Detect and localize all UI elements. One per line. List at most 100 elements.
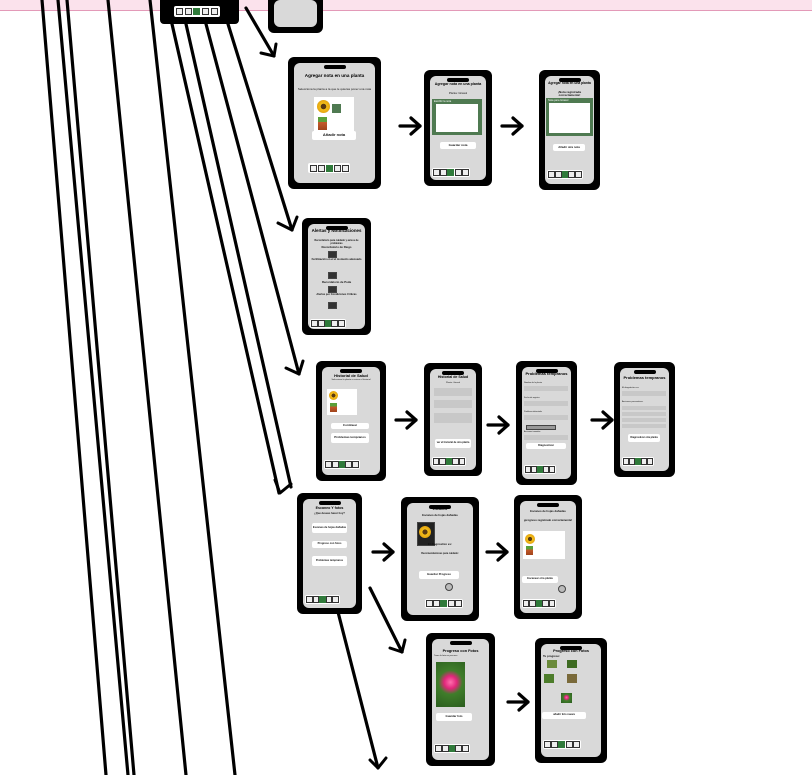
phone-mockup-escaneo-2: Escaneo Escaneo de hojas dañadas El diag…: [401, 497, 479, 621]
phone-notch: [318, 501, 341, 505]
nav-bar[interactable]: [324, 460, 360, 469]
connector-line: [368, 586, 404, 654]
nav-bar[interactable]: [305, 595, 340, 604]
phone-screen: Progreso con Fotos Tu progreso: añadir f…: [541, 644, 601, 757]
field-label: Problema detectado: [524, 411, 542, 413]
nav-bar[interactable]: [524, 465, 556, 474]
actions-input[interactable]: [524, 435, 568, 440]
photo-progress-button[interactable]: Progreso con fotos: [312, 541, 347, 548]
toggle-switch[interactable]: [328, 286, 337, 293]
phone-mockup-top-right: [268, 0, 323, 33]
toggle-switch[interactable]: [328, 251, 337, 258]
progress-photo: [567, 674, 577, 683]
add-new-photo-button[interactable]: añadir foto nueva: [542, 712, 586, 719]
nav-bar[interactable]: [543, 740, 581, 749]
arrow-head: [284, 359, 305, 376]
nav-bar[interactable]: [522, 599, 556, 608]
alert-item-label: Fertilización en el el momento adecuado: [311, 258, 362, 261]
camera-button[interactable]: [445, 583, 453, 591]
diagnosis-label: El diagnóstico es:: [622, 387, 640, 389]
camera-button[interactable]: [558, 585, 566, 593]
screen-title: Agregar nota en una planta: [434, 82, 482, 86]
connector-line: [170, 22, 281, 495]
preventive-item: [622, 424, 666, 428]
preventive-item: [622, 406, 666, 410]
nav-bar[interactable]: [425, 599, 463, 608]
phone-mockup-historial-2: Historial de Salud Planta: Girasol ver e…: [424, 363, 482, 476]
save-photo-button[interactable]: Guardar foto: [436, 713, 472, 721]
screen-subtitle: ¡Nota registrada correctamente!: [557, 90, 581, 98]
save-progress-button[interactable]: Guardar Progreso: [419, 571, 459, 579]
phone-notch: [323, 65, 346, 69]
note-card-label: Escribir la nota: [434, 100, 452, 103]
connector-line: [106, 0, 188, 775]
nav-bar[interactable]: [434, 744, 470, 753]
diagnose-another-button[interactable]: Diagnosticar otra planta: [628, 434, 660, 442]
view-other-history-button[interactable]: ver el historial de otra planta: [435, 439, 471, 448]
phone-mockup-problemas-1: Problemas tempranos Nombre de la planta …: [516, 361, 577, 485]
phone-screen: Progreso con Fotos Toma la foto en proce…: [432, 639, 489, 760]
arrow-head: [388, 638, 407, 654]
field-label: Fecha de registro: [524, 397, 540, 399]
sunflower-image: [317, 100, 330, 113]
phone-screen: Historial de Salud Selecciona la planta …: [322, 367, 380, 475]
field-label: Nombre de la planta: [524, 382, 543, 384]
scan-another-button[interactable]: Escanear otra planta: [522, 576, 558, 583]
nav-bar[interactable]: [547, 170, 583, 179]
screen-subtitle: Toma la foto en proceso: [434, 655, 458, 657]
screen-subtitle: Tu progreso:: [543, 654, 561, 658]
nav-bar[interactable]: [622, 457, 654, 466]
problem-input[interactable]: [524, 415, 568, 420]
scan-leaves-button[interactable]: Escaneo de hojas dañadas: [312, 523, 347, 533]
phone-mockup-nota-2: Agregar nota en una planta Planta: Giras…: [424, 70, 492, 186]
screen-title: Progreso con Fotos: [442, 649, 479, 653]
save-note-button[interactable]: Guardar nota: [440, 142, 476, 149]
note-card-label: Nota para Girasol: [548, 99, 569, 102]
nav-bar[interactable]: [308, 163, 350, 173]
phone-notch: [535, 369, 558, 373]
phone-screen: Escaneo Escaneo de hojas dañadas El diag…: [407, 503, 473, 615]
connector-line: [184, 22, 293, 489]
nav-bar[interactable]: [432, 457, 466, 466]
preventive-item: [622, 412, 666, 416]
connector-line: [40, 0, 108, 775]
early-problems-button[interactable]: Problemas tempranos: [312, 556, 347, 566]
phone-mockup-escaneo-3: Escaneo Escaneo de hojas dañadas ¡progre…: [514, 495, 582, 619]
screen-subtitle: Planta: Girasol: [445, 382, 461, 384]
connector-line: [204, 22, 301, 376]
note-textarea[interactable]: [549, 103, 590, 133]
success-message: ¡progreso registrado correctamente!: [523, 518, 573, 522]
toggle-switch[interactable]: [328, 272, 337, 279]
date-input[interactable]: [524, 401, 568, 406]
diagnose-button[interactable]: Diagnosticar: [526, 443, 566, 449]
screen-title: Historial de Salud: [437, 375, 469, 379]
sunflower-image: [419, 526, 431, 538]
early-problems-button[interactable]: Problemas tempranos: [331, 433, 369, 443]
phone-notch: [447, 78, 469, 82]
add-note-button[interactable]: Añadir nota: [312, 131, 356, 140]
nav-bar[interactable]: [310, 319, 346, 328]
nav-bar[interactable]: [432, 168, 470, 177]
phone-screen: Agregar nota en una planta Planta: Giras…: [430, 76, 486, 180]
connector-line: [336, 610, 380, 770]
screen-title: Problemas tempranos: [623, 375, 666, 380]
plant-name-input[interactable]: [524, 386, 568, 391]
continue-button[interactable]: Continuar: [331, 423, 369, 429]
phone-notch: [558, 78, 581, 82]
note-card: Escribir la nota: [432, 99, 482, 135]
note-card: Nota para Girasol: [546, 98, 593, 136]
phone-mockup-progreso-1: Progreso con Fotos Toma la foto en proce…: [426, 633, 495, 766]
phone-notch: [633, 370, 656, 374]
connector-line: [148, 0, 237, 775]
slider[interactable]: [526, 425, 556, 430]
toggle-switch[interactable]: [328, 302, 337, 309]
note-textarea[interactable]: [436, 104, 478, 132]
screen-subtitle: Escaneo de hojas dañadas: [422, 513, 458, 517]
plant-pot-image: [318, 117, 327, 130]
phone-mockup-historial-1: Historial de Salud Selecciona la planta …: [316, 361, 386, 481]
connector-line: [65, 0, 136, 775]
phone-mockup-escaneo-1: Escaneo Y fotos ¿Que deseas hacer hoy? E…: [297, 493, 362, 614]
add-another-note-button[interactable]: Añadir otra nota: [553, 144, 585, 151]
phone-mockup-progreso-2: Progreso con Fotos Tu progreso: añadir f…: [535, 638, 607, 763]
phone-screen: Alertas y Notificaciones Recordatorio pa…: [308, 224, 365, 329]
